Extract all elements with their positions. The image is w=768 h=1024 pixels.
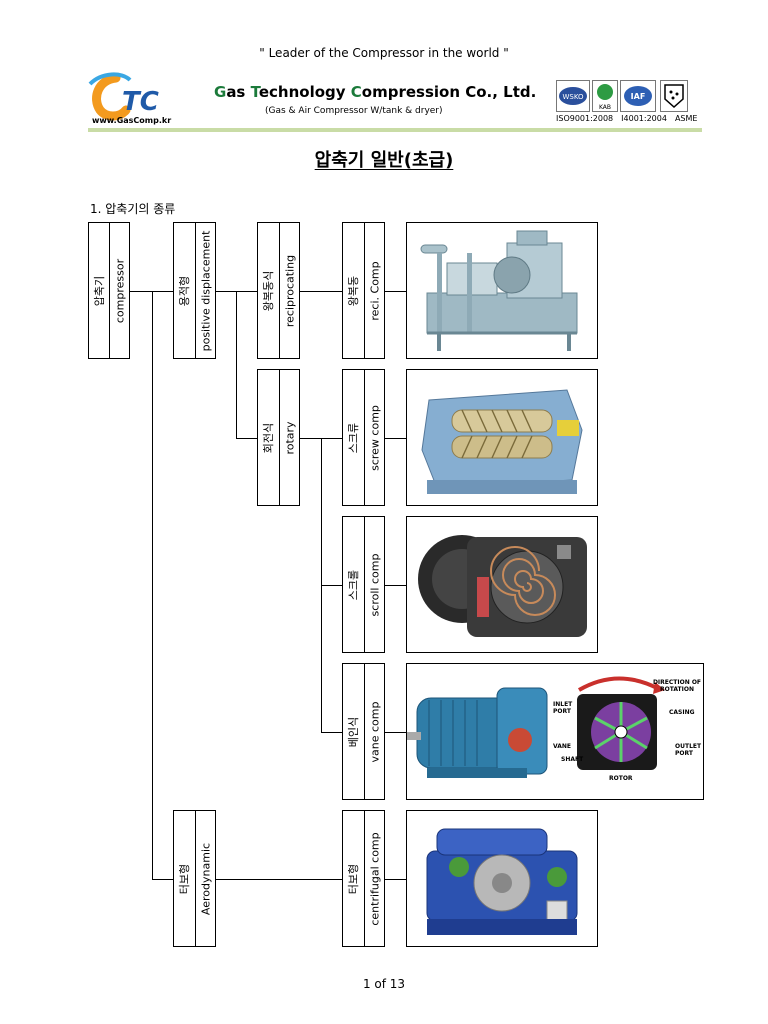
leaf-reci-comp: 왕복동 reci. Comp: [342, 222, 385, 359]
connector: [321, 585, 342, 586]
label-inlet: INLET: [553, 701, 573, 708]
document-title: 압축기 일반(초급): [314, 150, 454, 171]
svg-text:IAF: IAF: [631, 92, 646, 101]
label-rotor: ROTOR: [609, 775, 633, 782]
svg-text:WSKO: WSKO: [562, 93, 584, 101]
logo-url: www.GasComp.kr: [92, 116, 172, 125]
label-vane: VANE: [553, 743, 571, 750]
label-outlet-port: PORT: [675, 750, 694, 757]
reciprocating-compressor-image: [406, 222, 598, 359]
label-outlet: OUTLET: [675, 743, 702, 750]
iaf-logo: IAF: [620, 80, 656, 112]
node-rotary: 회전식 rotary: [257, 369, 300, 506]
connector: [385, 585, 406, 586]
label-rotation: ROTATION: [660, 686, 694, 693]
vane-compressor-image: DIRECTION OF ROTATION INLET PORT CASING …: [406, 663, 704, 800]
connector: [385, 732, 406, 733]
connector: [385, 879, 406, 880]
label-direction: DIRECTION OF: [653, 679, 701, 686]
label-casing: CASING: [669, 709, 695, 716]
header-divider: [88, 128, 702, 132]
section-heading: 1. 압축기의 종류: [90, 202, 176, 216]
svg-text:TC: TC: [122, 87, 159, 117]
node-positive-displacement: 용적형 positive displacement: [173, 222, 216, 359]
company-name: Gas Technology Compression Co., Ltd.: [214, 83, 537, 101]
svg-text:KAB: KAB: [599, 104, 611, 111]
cert-standards: ISO9001:2008 I4001:2004 ASME: [556, 114, 705, 123]
connector: [216, 879, 342, 880]
asme-logo: [660, 80, 688, 112]
connector: [152, 879, 173, 880]
connector: [130, 291, 173, 292]
leaf-centrifugal-comp: 터보형 centrifugal comp: [342, 810, 385, 947]
node-aerodynamic: 터보형 Aerodynamic: [173, 810, 216, 947]
label-shaft: SHAFT: [561, 756, 584, 763]
connector: [385, 438, 406, 439]
scroll-compressor-image: [406, 516, 598, 653]
leaf-scroll-comp: 스크롤 scroll comp: [342, 516, 385, 653]
cert-iso9001: ISO9001:2008: [556, 114, 614, 123]
connector: [236, 438, 257, 439]
kab-logo: KAB: [592, 80, 618, 112]
connector: [152, 291, 153, 879]
connector: [321, 732, 342, 733]
tagline: " Leader of the Compressor in the world …: [259, 46, 509, 60]
page-number: 1 of 13: [362, 977, 406, 991]
leaf-vane-comp: 베인식 vane comp: [342, 663, 385, 800]
node-compressor: 압축기 compressor: [88, 222, 130, 359]
cert-iso14001: I4001:2004: [621, 114, 667, 123]
connector: [300, 291, 342, 292]
screw-compressor-image: [406, 369, 598, 506]
connector: [236, 291, 237, 438]
connector: [385, 291, 406, 292]
centrifugal-compressor-image: [406, 810, 598, 947]
node-reciprocating: 왕복동식 reciprocating: [257, 222, 300, 359]
cert-asme: ASME: [674, 114, 698, 123]
company-subtitle: (Gas & Air Compressor W/tank & dryer): [265, 106, 443, 116]
gtc-logo: TC: [88, 72, 159, 121]
label-inlet-port: PORT: [553, 708, 572, 715]
wsko-logo: WSKO: [556, 80, 590, 112]
leaf-screw-comp: 스크류 screw comp: [342, 369, 385, 506]
